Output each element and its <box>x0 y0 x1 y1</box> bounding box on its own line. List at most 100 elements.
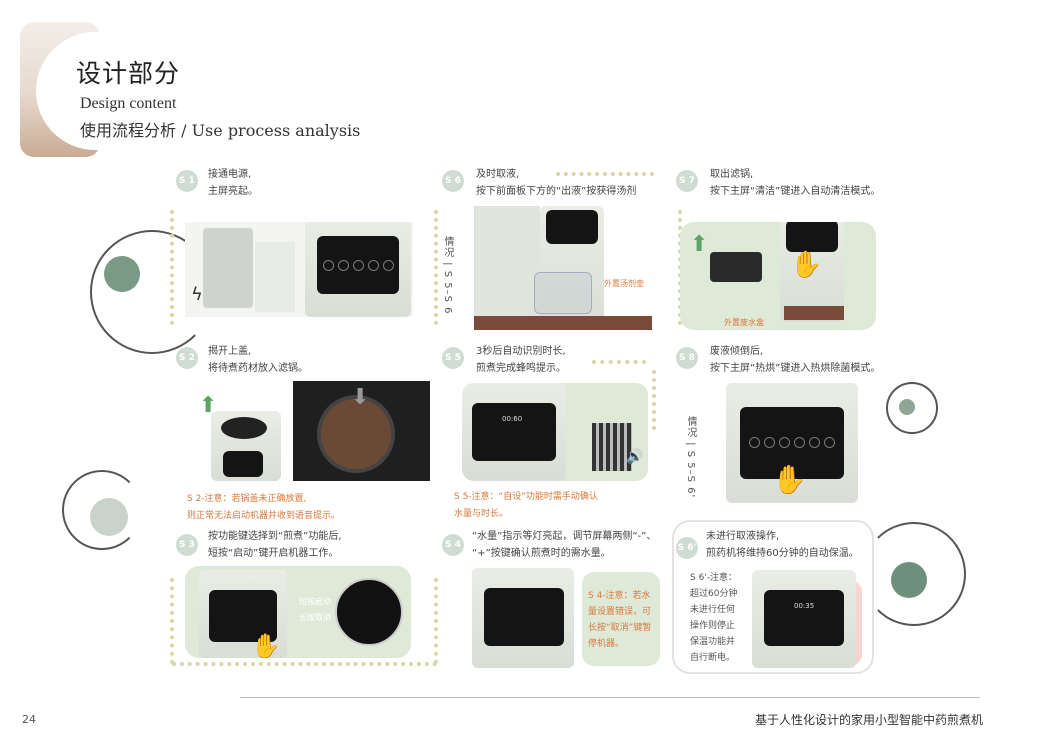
step-caption-line: 将待煮药材放入滤锅。 <box>208 363 308 374</box>
step-caption-line: 接通电源, <box>208 169 252 180</box>
footer-title: 基于人性化设计的家用小型智能中药煎煮机 <box>754 713 983 727</box>
note-line: 保温功能并 <box>690 637 736 647</box>
step-image-s2: ⬆ ⬇ <box>185 381 430 481</box>
note-line: S 4-注意：若水 <box>588 591 651 601</box>
pot-opening <box>221 417 267 439</box>
step-caption-line: 揭开上盖, <box>208 346 252 357</box>
key-icon <box>749 437 760 448</box>
decor-dot-right-mid <box>899 399 915 415</box>
page-number: 24 <box>22 713 36 726</box>
page-title: 设计部分 <box>76 59 181 88</box>
step-badge-s1: S 1 <box>176 170 198 192</box>
decor-dot-right-bottom <box>891 562 927 598</box>
machine-base <box>784 306 844 320</box>
step-caption-line: 按下主屏“热烘”键进入热烘除菌模式。 <box>710 363 881 374</box>
step-caption-line: 按功能键选择到“煎煮”功能后, <box>208 531 342 542</box>
step-note-s6p: S 6'-注意： 超过60分钟 未进行任何 操作则停止 保温功能并 自行断电。 <box>690 570 737 666</box>
step-caption-line: “+”按键确认煎煮时的需水量。 <box>472 548 611 559</box>
note-line: 长按“取消”键暂 <box>588 623 652 633</box>
flow-path <box>170 210 174 325</box>
hand-icon: ✋ <box>251 632 281 658</box>
note-line: 停机器。 <box>588 639 625 649</box>
label-waste-box: 外置废水盒 <box>724 318 764 327</box>
step-image-s3: ✋ 短按启动 长按取消 <box>185 566 411 658</box>
decor-ring-left-bottom <box>62 470 142 550</box>
key-icon <box>779 437 790 448</box>
keypad <box>740 407 844 448</box>
step-caption-line: 未进行取液操作, <box>706 531 780 542</box>
up-arrow-icon: ⬆ <box>690 232 709 257</box>
note-line: 则正常无法启动机器并收到语音提示。 <box>187 511 341 521</box>
page-subtitle: 使用流程分析 / Use process analysis <box>80 121 361 140</box>
machine-open-lid <box>211 411 281 481</box>
step-caption-line: 煎煮完成蜂鸣提示。 <box>476 363 566 374</box>
time-readout: 00:60 <box>502 415 523 423</box>
step-caption-line: 煎药机将维持60分钟的自动保温。 <box>706 548 859 559</box>
step-image-s6: 外置汤剂壶 <box>474 206 652 330</box>
down-arrow-icon: ⬇ <box>351 385 370 410</box>
step-caption-s6: 及时取液, 按下前面板下方的“出液”按获得汤剂 <box>476 166 636 200</box>
step-image-s1: ϟ <box>185 222 413 317</box>
filter-pot <box>710 252 762 282</box>
power-icon: ϟ <box>191 284 203 305</box>
flow-path <box>170 578 174 664</box>
step-note-s5: S 5-注意：“自设”功能时需手动确认 水量与时长。 <box>454 489 598 523</box>
step-badge-s5: S 5 <box>442 347 464 369</box>
control-screen <box>484 588 564 646</box>
control-screen <box>317 236 399 294</box>
page-title-en: Design content <box>80 95 177 112</box>
step-badge-s2: S 2 <box>176 347 198 369</box>
step-note-s4: S 4-注意：若水 量设置错误，可 长按“取消”键暂 停机器。 <box>582 572 660 652</box>
step-badge-s4: S 4 <box>442 534 464 556</box>
step-caption-s8: 废液倾倒后, 按下主屏“热烘”键进入热烘除菌模式。 <box>710 343 880 377</box>
steam-vent <box>592 423 632 471</box>
machine <box>474 206 652 330</box>
decor-dot-left-bottom <box>90 498 128 536</box>
control-screen: 00:60 <box>472 403 556 461</box>
flow-path <box>556 172 654 176</box>
step-badge-s7: S 7 <box>676 170 698 192</box>
step-image-s8: ✋ <box>726 383 858 503</box>
decor-dot-left-top <box>104 256 140 292</box>
overlay-label-cancel: 长按取消 <box>299 613 331 622</box>
kettle-body <box>203 228 253 308</box>
step-caption-line: 取出滤锅, <box>710 169 754 180</box>
decor-ring-right-bottom <box>862 522 966 626</box>
step-image-s4 <box>472 568 574 668</box>
case-label-2: 情况 | S 5–S 6' <box>685 416 696 499</box>
step-caption-s7: 取出滤锅, 按下主屏“清洁”键进入自动清洁模式。 <box>710 166 880 200</box>
overlay-label-start: 短按启动 <box>299 597 331 606</box>
herb-pot-closeup: ⬇ <box>293 381 430 481</box>
key-icon <box>824 437 835 448</box>
note-line: S 2-注意：若锅盖未正确放置, <box>187 494 307 504</box>
key-icon <box>764 437 775 448</box>
step-note-s4-box: S 4-注意：若水 量设置错误，可 长按“取消”键暂 停机器。 <box>582 572 660 666</box>
machine: ✋ <box>199 570 287 658</box>
machine-base <box>474 316 652 330</box>
step-caption-s2: 揭开上盖, 将待煮药材放入滤锅。 <box>208 343 308 377</box>
key-icon <box>352 260 364 271</box>
step-image-s5: 00:60 🔊 <box>462 383 648 481</box>
machine-side <box>474 206 540 330</box>
sound-icon: 🔊 <box>626 449 644 465</box>
control-screen: 00:35 <box>764 590 844 646</box>
step-frame-s6p <box>672 520 874 674</box>
hand-icon: ✋ <box>790 250 823 280</box>
step-caption-line: 主屏亮起。 <box>208 186 258 197</box>
note-line: 未进行任何 <box>690 605 736 615</box>
machine <box>305 222 411 317</box>
step-badge-s6: S 6 <box>442 170 464 192</box>
control-screen <box>740 407 844 479</box>
flow-path <box>172 662 437 666</box>
time-readout: 00:35 <box>794 602 815 610</box>
step-badge-s8: S 8 <box>676 347 698 369</box>
step-image-s7: ⬆ ✋ 外置废水盒 <box>680 222 876 330</box>
herb-filter-bowl <box>317 395 395 473</box>
step-caption-s5: 3秒后自动识别时长, 煎煮完成蜂鸣提示。 <box>476 343 566 377</box>
flow-path <box>434 578 438 664</box>
control-screen <box>209 590 277 642</box>
step-caption-line: 按下主屏“清洁”键进入自动清洁模式。 <box>710 186 881 197</box>
step-caption-line: 废液倾倒后, <box>710 346 764 357</box>
control-screen <box>223 451 263 477</box>
step-caption-line: 及时取液, <box>476 169 520 180</box>
